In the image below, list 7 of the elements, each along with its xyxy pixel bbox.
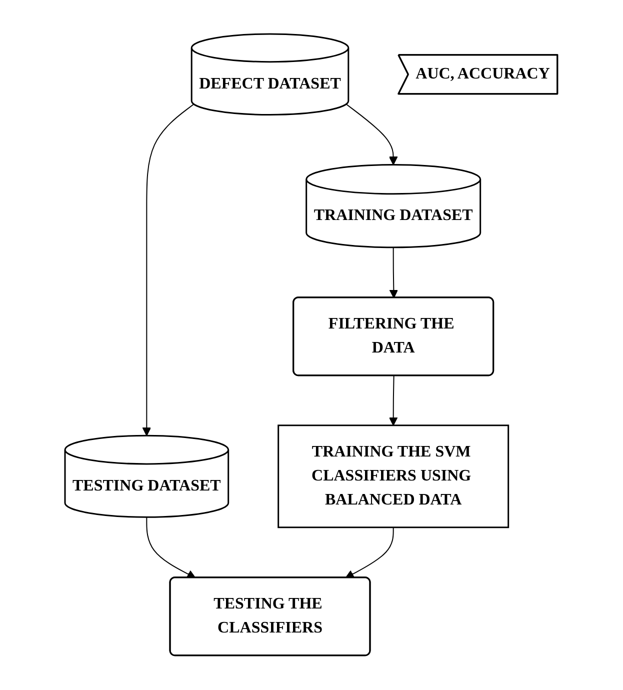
- arrow: [390, 247, 398, 299]
- arrow: [146, 516, 196, 579]
- arrow: [142, 104, 195, 436]
- arrow: [389, 376, 398, 426]
- node-box: TRAINING THE SVM CLASSIFIERS USING BALANCED DATA: [278, 424, 510, 528]
- arrow: [346, 527, 394, 579]
- arrow: [346, 104, 398, 166]
